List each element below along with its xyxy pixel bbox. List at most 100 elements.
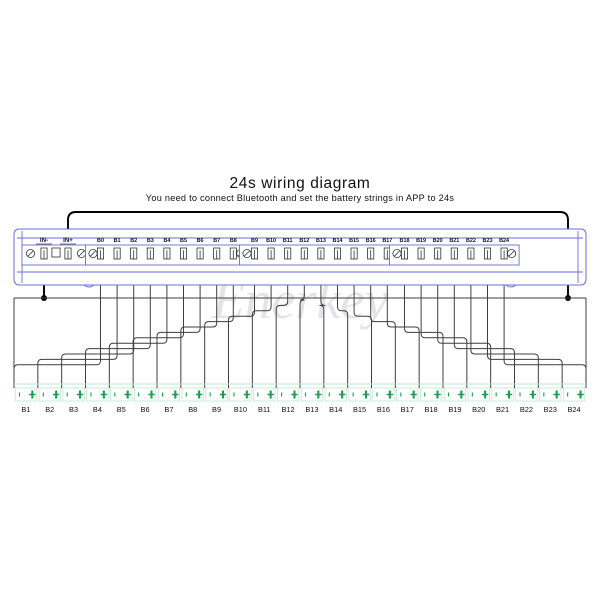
label-pin-b19: B19 [416,238,426,244]
wire-layer [13,211,587,388]
battery-cell [86,387,109,402]
pin-b10[interactable] [267,247,275,260]
label-cell-b11: B11 [258,405,271,414]
battery-cell [14,387,38,402]
label-cell-b18: B18 [425,405,438,414]
pin-b19[interactable] [417,247,425,260]
pin-b24[interactable] [500,247,508,260]
battery-cell [443,387,467,402]
battery-cell [515,387,538,402]
label-pin-b5: B5 [180,238,187,244]
balance-wire-b23 [487,259,563,388]
label-pin-b18: B18 [400,238,410,244]
label-pin-b15: B15 [349,238,359,244]
pin-b23[interactable] [483,247,491,260]
pin-b9[interactable] [250,247,258,260]
battery-cell [253,387,276,402]
label-cell-b10: B10 [234,405,247,414]
battery-cell [539,387,562,402]
balance-connector-block-1-screw-left[interactable] [88,248,98,258]
label-pin-b21: B21 [449,238,459,244]
pin-b20[interactable] [434,247,442,260]
pin-b18[interactable] [400,247,408,260]
pin-b2[interactable] [130,247,138,260]
pin-b7[interactable] [213,247,221,260]
label-pin-b14: B14 [333,238,343,244]
balance-connector-block-3-screw-left[interactable] [392,248,402,258]
label-cell-b9: B9 [212,405,221,414]
balance-connector-block-2-screw-left[interactable] [242,248,252,258]
balance-wire-b10 [251,259,272,388]
label-cell-b1: B1 [21,405,30,414]
balance-wire-b13 [319,259,326,388]
label-pin-b9: B9 [251,238,258,244]
battery-cell [324,387,347,402]
label-pin-b6: B6 [197,238,204,244]
balance-wire-b20 [437,259,492,388]
battery-cell [181,387,204,402]
balance-wire-b5 [132,259,184,388]
label-cell-b6: B6 [141,405,150,414]
label-cell-b3: B3 [69,405,78,414]
label-pin-b7: B7 [213,238,220,244]
label-input-positive: IN+ [63,237,73,244]
pin-b15[interactable] [350,247,358,260]
pin-b22[interactable] [467,247,475,260]
pin-b21[interactable] [450,247,458,260]
balance-wire-b11 [275,259,289,388]
input-positive-pin[interactable] [64,247,72,260]
label-cell-b4: B4 [93,405,102,414]
power-wire-positive [67,211,569,298]
page-title: 24s wiring diagram [230,175,371,192]
battery-cell [62,387,85,402]
label-cell-b2: B2 [45,405,54,414]
battery-cell [396,387,419,402]
balance-connector-block-3-screw-right[interactable] [507,248,517,258]
pin-b11[interactable] [284,247,292,260]
pin-b3[interactable] [146,247,154,260]
pin-b5[interactable] [179,247,187,260]
balance-wire-b4 [108,259,168,388]
balance-wire-b21 [453,259,515,388]
balance-wire-b14 [337,259,349,388]
power-screw-terminal-right[interactable] [77,248,87,258]
balance-wire-b22 [470,259,539,388]
pin-b4[interactable] [163,247,171,260]
page-subtitle: You need to connect Bluetooth and set th… [146,193,455,203]
pin-b14[interactable] [333,247,341,260]
label-cell-b24: B24 [568,405,581,414]
power-screw-terminal-left[interactable] [25,248,35,258]
battery-cell [157,387,181,402]
label-cell-b23: B23 [544,405,557,414]
pin-b8[interactable] [229,247,237,260]
battery-cell [419,387,443,402]
label-cell-b20: B20 [472,405,485,414]
pin-b16[interactable] [367,247,375,260]
pin-b1[interactable] [113,247,121,260]
battery-cell [276,387,300,402]
label-cell-b19: B19 [448,405,461,414]
label-pin-b1: B1 [114,238,121,244]
balance-wire-b3 [85,259,151,388]
label-cell-b12: B12 [282,405,295,414]
label-pin-b13: B13 [316,238,326,244]
battery-cell [348,387,371,402]
label-cell-b22: B22 [520,405,533,414]
pin-b12[interactable] [300,247,308,260]
label-cell-b8: B8 [188,405,197,414]
label-cell-b17: B17 [401,405,414,414]
battery-cell [205,387,228,402]
label-pin-b3: B3 [147,238,154,244]
pin-b0[interactable] [97,247,105,260]
balance-wire-b9 [228,259,255,388]
label-pin-b10: B10 [266,238,276,244]
balance-wire-b19 [420,259,468,388]
pin-b6[interactable] [196,247,204,260]
battery-cell [562,387,586,402]
input-negative-pin[interactable] [40,247,48,260]
battery-cell [467,387,490,402]
pin-b13[interactable] [317,247,325,260]
battery-cell [372,387,395,402]
